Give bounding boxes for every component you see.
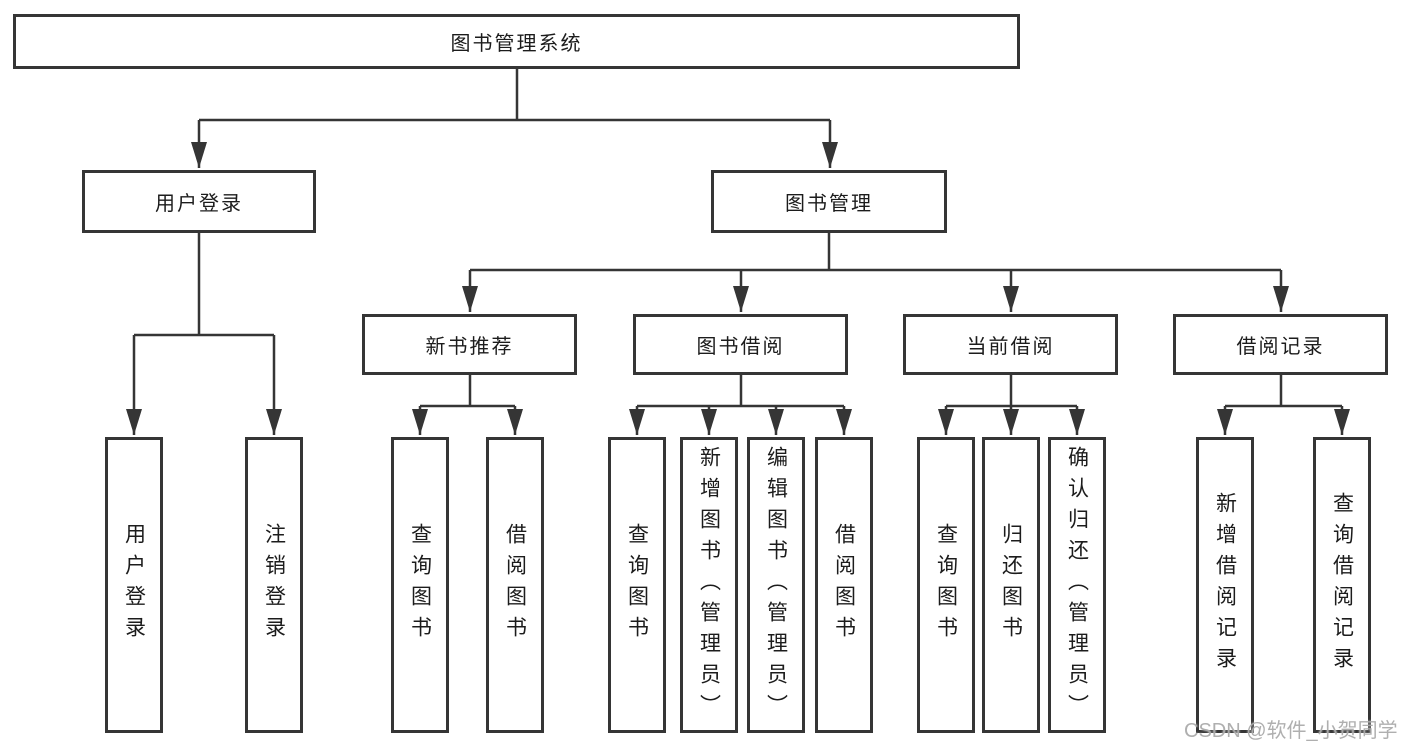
leaf-add-book-admin: 新增图书（管理员） xyxy=(680,437,738,733)
node-label: 图书管理 xyxy=(785,193,873,215)
leaf-label: 借阅图书 xyxy=(832,523,856,647)
node-borrow-records: 借阅记录 xyxy=(1173,314,1388,375)
leaf-label: 借阅图书 xyxy=(503,523,527,647)
leaf-query-books-current: 查询图书 xyxy=(917,437,975,733)
connector-br-split xyxy=(1225,375,1342,408)
leaf-label: 用户登录 xyxy=(122,523,146,647)
node-label: 当前借阅 xyxy=(966,336,1055,358)
node-book-management-branch: 图书管理 xyxy=(711,170,947,233)
connector-root-split xyxy=(199,68,830,122)
leaf-confirm-return-admin: 确认归还（管理员） xyxy=(1048,437,1106,733)
connector-bb-split xyxy=(637,375,844,408)
leaf-query-borrow-record: 查询借阅记录 xyxy=(1313,437,1371,733)
node-label: 借阅记录 xyxy=(1236,336,1325,358)
connector-management-split xyxy=(470,233,1281,272)
node-book-borrow: 图书借阅 xyxy=(633,314,848,375)
node-library-management-system: 图书管理系统 xyxy=(13,14,1020,69)
leaf-logout: 注销登录 xyxy=(245,437,303,733)
csdn-watermark: CSDN @软件_小贺同学 xyxy=(1184,720,1398,742)
leaf-label: 归还图书 xyxy=(999,523,1023,647)
leaf-label: 查询借阅记录 xyxy=(1330,492,1354,678)
node-user-login-branch: 用户登录 xyxy=(82,170,316,233)
leaf-label: 新增图书（管理员） xyxy=(697,445,721,725)
leaf-edit-book-admin: 编辑图书（管理员） xyxy=(747,437,805,733)
connector-user-split xyxy=(134,233,274,337)
leaf-label: 查询图书 xyxy=(408,523,432,647)
node-label: 用户登录 xyxy=(155,193,243,215)
leaf-user-login: 用户登录 xyxy=(105,437,163,733)
leaf-label: 注销登录 xyxy=(262,523,286,647)
leaf-label: 查询图书 xyxy=(934,523,958,647)
leaf-return-book: 归还图书 xyxy=(982,437,1040,733)
connector-cb-split xyxy=(946,375,1077,408)
leaf-borrow-books: 借阅图书 xyxy=(815,437,873,733)
node-label: 新书推荐 xyxy=(425,336,514,358)
connector-nbr-split xyxy=(420,375,515,408)
leaf-query-books-borrow: 查询图书 xyxy=(608,437,666,733)
leaf-label: 确认归还（管理员） xyxy=(1065,445,1089,725)
node-label: 图书管理系统 xyxy=(450,33,583,55)
leaf-borrow-books-recommend: 借阅图书 xyxy=(486,437,544,733)
node-new-book-recommend: 新书推荐 xyxy=(362,314,577,375)
leaf-label: 新增借阅记录 xyxy=(1213,492,1237,678)
node-current-borrow: 当前借阅 xyxy=(903,314,1118,375)
node-label: 图书借阅 xyxy=(696,336,785,358)
leaf-label: 编辑图书（管理员） xyxy=(764,445,788,725)
leaf-add-borrow-record: 新增借阅记录 xyxy=(1196,437,1254,733)
leaf-label: 查询图书 xyxy=(625,523,649,647)
leaf-query-books-recommend: 查询图书 xyxy=(391,437,449,733)
